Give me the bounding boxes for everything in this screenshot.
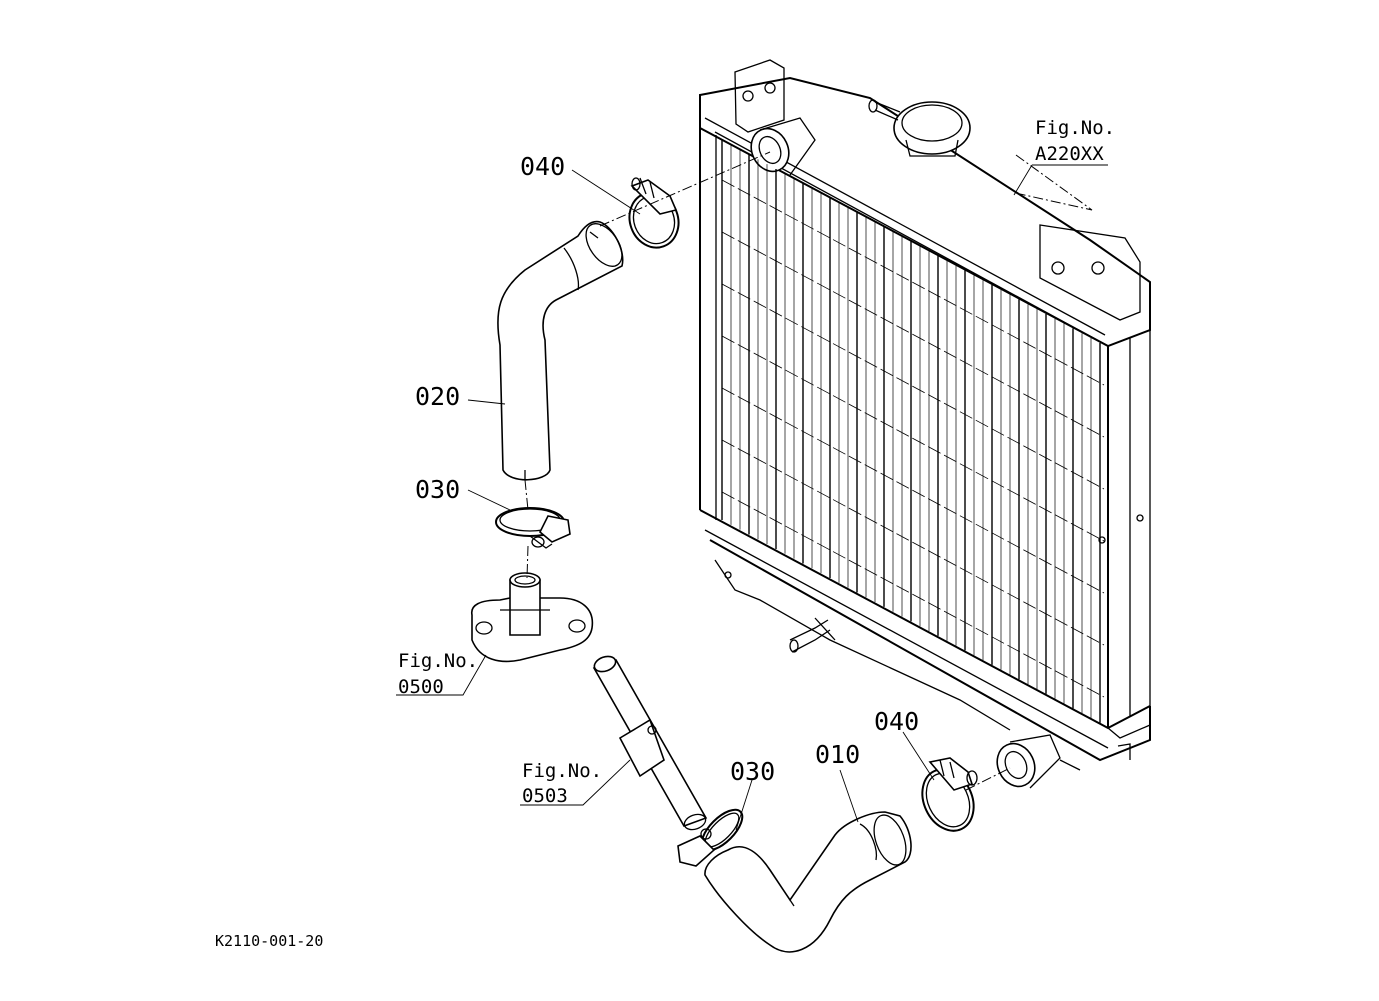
thermostat-cover bbox=[471, 572, 594, 663]
water-pipe bbox=[592, 655, 708, 831]
callout-030-left-clamp: 030 bbox=[415, 475, 460, 504]
upper-hose-020 bbox=[497, 220, 624, 481]
upper-hose-clamp-040 bbox=[628, 177, 680, 249]
figref-water-pipe-line1: Fig.No. bbox=[522, 760, 602, 782]
radiator-core bbox=[721, 140, 1105, 723]
callout-040-upper-clamp: 040 bbox=[520, 152, 565, 181]
lower-hose-clamp-040 bbox=[921, 757, 978, 832]
callout-010-lower-hose: 010 bbox=[815, 740, 860, 769]
callout-030-bottom-clamp: 030 bbox=[730, 757, 775, 786]
callout-040-lower-clamp: 040 bbox=[874, 707, 919, 736]
left-hose-clamp-030 bbox=[495, 507, 571, 549]
figref-radiator-line2: A220XX bbox=[1035, 143, 1104, 165]
leader-lines bbox=[396, 164, 1108, 831]
figref-thermostat-cover-line1: Fig.No. bbox=[398, 650, 478, 672]
figref-water-pipe-line2: 0503 bbox=[522, 785, 568, 807]
callout-020-upper-hose: 020 bbox=[415, 382, 460, 411]
bottom-hose-clamp-030 bbox=[677, 808, 744, 867]
assembly-lines bbox=[524, 151, 1093, 791]
radiator bbox=[699, 59, 1151, 789]
drawing-code: K2110-001-20 bbox=[215, 932, 323, 950]
figref-thermostat-cover-line2: 0500 bbox=[398, 676, 444, 698]
lower-hose-010 bbox=[704, 811, 912, 953]
figref-radiator-line1: Fig.No. bbox=[1035, 117, 1115, 139]
